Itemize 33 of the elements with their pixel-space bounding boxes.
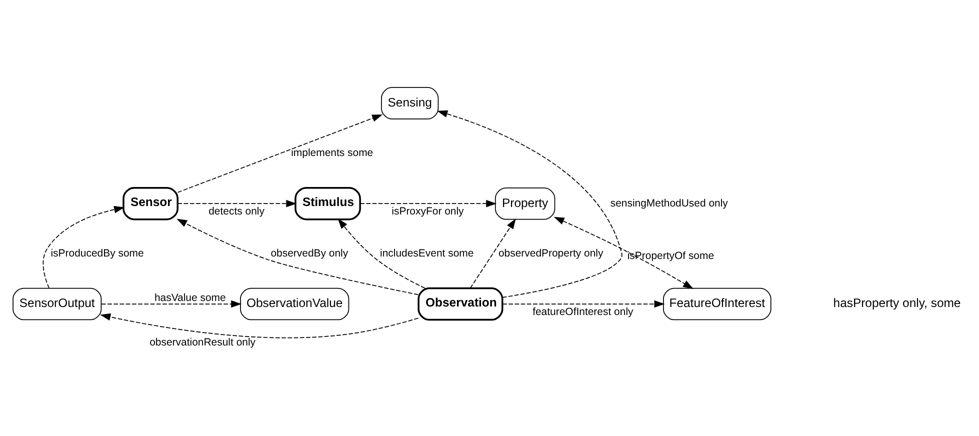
arrow [554,216,694,289]
node-box: FeatureOfInterest [663,288,772,320]
edge-label: observationResult only [150,338,256,349]
arrow [177,200,297,208]
arrow [42,206,125,289]
arrow [470,218,516,289]
edge-label: isProducedBy some [50,248,144,260]
edge-label: isProxyFor only [392,206,464,218]
edge-label: hasValue some [154,293,226,304]
node-box: Sensing [381,87,439,120]
node-box: Stimulus [294,187,361,220]
node-box: Observation [418,287,504,321]
arrow [360,200,497,208]
arrow [176,218,419,296]
edge-label: detects only [208,206,264,218]
arrow [437,110,622,298]
node-box: ObservationValue [240,288,350,320]
arrow [502,300,665,308]
edge-label: includesEvent some [380,248,474,260]
arrow [100,313,419,338]
edge-label: sensingMethodUsed only [610,198,728,210]
edge-label: featureOfInterest only [532,307,634,318]
node-box: SensorOutput [12,288,102,320]
arrow [100,300,242,308]
edge-label: observedProperty only [498,248,604,260]
edge-label: observedBy only [270,248,348,260]
node-box: Sensor [122,187,178,220]
node-box: Property [494,187,556,220]
edge-label: isPropertyOf some [627,250,714,262]
arrow [338,218,426,289]
label: hasProperty only, some [833,296,961,310]
edge-label: implements some [291,148,374,160]
arrow [177,114,383,193]
